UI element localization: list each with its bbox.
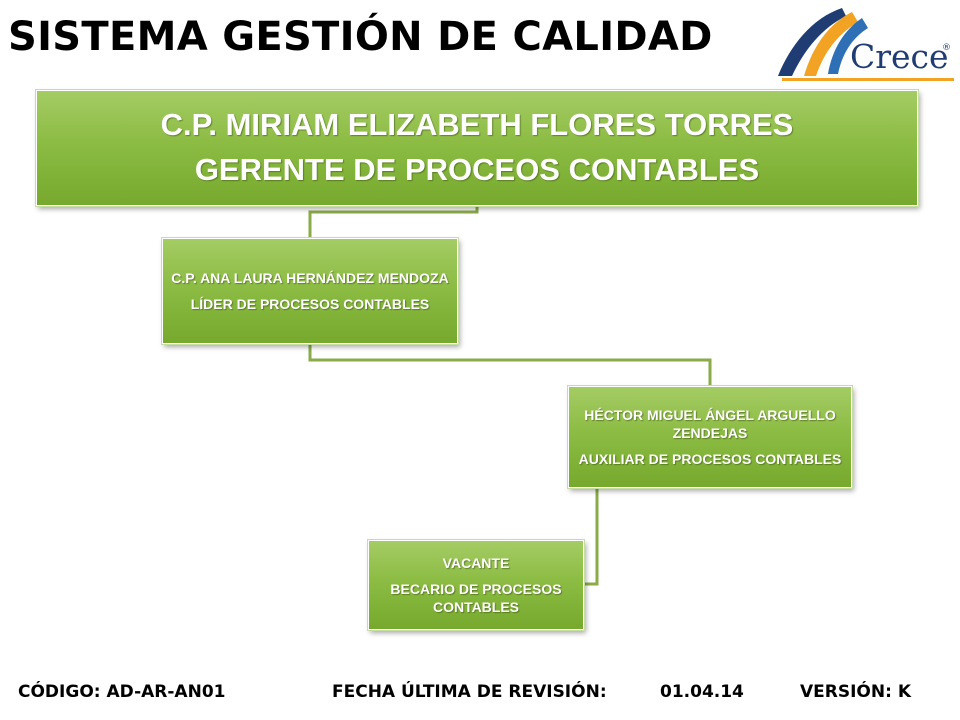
connector-assistant-intern: [584, 489, 599, 586]
org-node-intern: VACANTE BECARIO DE PROCESOS CONTABLES: [367, 539, 585, 631]
manager-name: C.P. MIRIAM ELIZABETH FLORES TORRES: [160, 107, 794, 143]
crece-logo: Crece ®: [778, 8, 954, 81]
leader-role: LÍDER DE PROCESOS CONTABLES: [190, 296, 430, 312]
logo-swoosh-blue: [828, 18, 868, 74]
logo-underline: [782, 78, 954, 81]
page-title: SISTEMA GESTIÓN DE CALIDAD: [8, 14, 713, 60]
logo-swoosh-navy: [778, 8, 846, 76]
connector-leader-assistant: [308, 345, 712, 386]
connector-manager-leader: [308, 207, 479, 238]
intern-role: BECARIO DE PROCESOS CONTABLES: [390, 580, 562, 616]
assistant-name: HÉCTOR MIGUEL ÁNGEL ARGUELLO ZENDEJAS: [584, 406, 836, 441]
leader-name: C.P. ANA LAURA HERNÁNDEZ MENDOZA: [171, 269, 449, 286]
org-node-leader: C.P. ANA LAURA HERNÁNDEZ MENDOZA LÍDER D…: [161, 237, 459, 345]
assistant-role: AUXILIAR DE PROCESOS CONTABLES: [578, 451, 842, 468]
org-node-manager: C.P. MIRIAM ELIZABETH FLORES TORRES GERE…: [35, 89, 919, 207]
footer-version: VERSIÓN: K: [800, 682, 911, 702]
logo-registered-mark: ®: [942, 43, 951, 53]
footer-revision-date: 01.04.14: [660, 682, 744, 702]
intern-name: VACANTE: [442, 554, 510, 571]
manager-role: GERENTE DE PROCEOS CONTABLES: [194, 152, 760, 187]
org-node-assistant: HÉCTOR MIGUEL ÁNGEL ARGUELLO ZENDEJAS AU…: [567, 385, 853, 489]
document-footer: CÓDIGO: AD-AR-AN01 FECHA ÚLTIMA DE REVIS…: [0, 682, 960, 706]
logo-swoosh-orange: [804, 12, 858, 76]
footer-revision-label: FECHA ÚLTIMA DE REVISIÓN:: [332, 682, 607, 702]
logo-wordmark: Crece: [850, 37, 949, 76]
footer-code: CÓDIGO: AD-AR-AN01: [18, 682, 226, 702]
